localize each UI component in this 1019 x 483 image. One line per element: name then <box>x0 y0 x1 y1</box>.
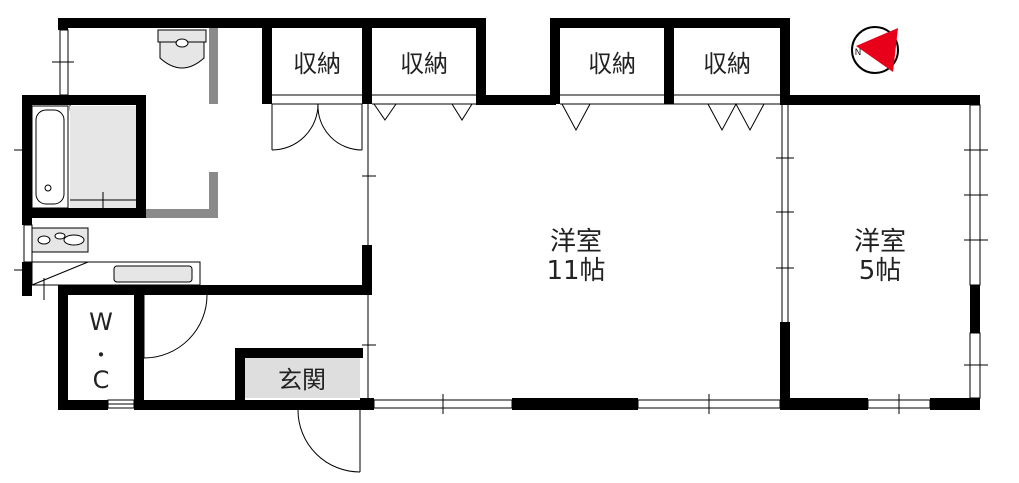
toilet-label-w: W <box>89 308 113 336</box>
walls <box>22 18 980 410</box>
north-arrow-icon: N <box>851 26 899 74</box>
western-room-small-size: 5帖 <box>859 256 902 286</box>
shower-area <box>70 106 136 208</box>
western-room-small-label: 洋室 <box>854 227 906 257</box>
storage-label-3: 収納 <box>588 50 636 78</box>
light-partitions <box>146 28 218 218</box>
western-room-large-label: 洋室 <box>550 227 602 257</box>
compass-letter: N <box>855 48 862 58</box>
toilet-label-c: C <box>93 366 110 394</box>
room-labels: 収納 収納 収納 収納 洋室 11帖 洋室 5帖 W ・ C 玄関 <box>89 50 906 394</box>
thin-lines <box>14 29 988 414</box>
toilet-fixture <box>157 29 207 69</box>
counter-fixture <box>31 261 201 300</box>
bathtub-fixture <box>31 105 69 209</box>
storage-label-1: 収納 <box>293 50 341 78</box>
storage-label-2: 収納 <box>400 50 448 78</box>
fixtures <box>31 29 207 300</box>
entrance-floor <box>245 358 360 398</box>
western-room-large-size: 11帖 <box>546 256 605 286</box>
entrance-label: 玄関 <box>278 366 326 394</box>
storage-label-4: 収納 <box>703 50 751 78</box>
wash-basin-fixture <box>31 227 89 253</box>
toilet-label-dot: ・ <box>91 343 111 367</box>
